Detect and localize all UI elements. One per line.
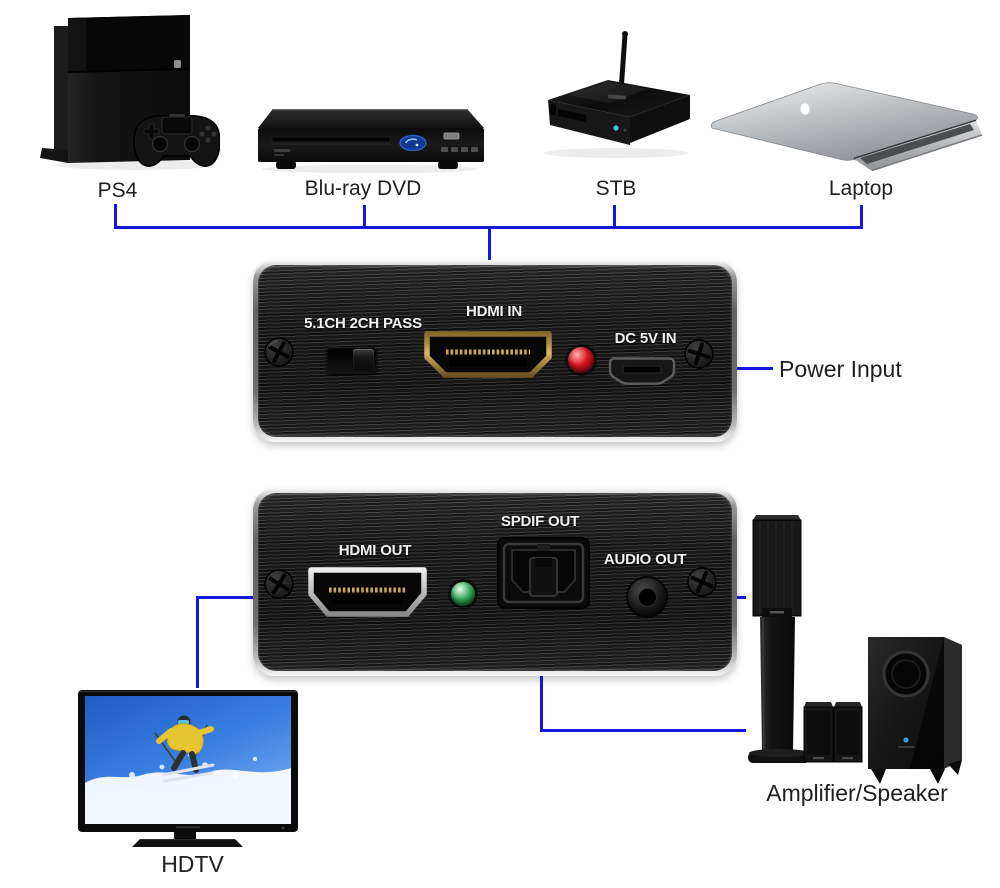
skier-graphic bbox=[154, 715, 215, 783]
label-hdtv: HDTV bbox=[161, 851, 224, 877]
screw-icon bbox=[687, 567, 717, 597]
jack-hole bbox=[638, 588, 656, 606]
label-bluray: Blu-ray DVD bbox=[304, 177, 422, 200]
audio-out-jack bbox=[628, 578, 666, 616]
ps4-controller bbox=[133, 114, 220, 167]
screw-icon bbox=[264, 337, 294, 367]
stb-led bbox=[613, 125, 619, 131]
extractor-rear-panel: HDMI OUT SPDIF OUT AUDIO OUT bbox=[253, 488, 737, 676]
hdmi-in-label: HDMI IN bbox=[465, 303, 523, 320]
label-laptop: Laptop bbox=[828, 177, 894, 200]
hdmi-out-port bbox=[308, 567, 427, 617]
power-input-callout: Power Input bbox=[779, 356, 902, 382]
screw-icon bbox=[264, 569, 294, 599]
audio-mode-switch bbox=[327, 347, 377, 374]
spdif-out-label: SPDIF OUT bbox=[500, 513, 580, 530]
switch-knob bbox=[353, 349, 374, 371]
cable-laptop-drop bbox=[860, 205, 863, 229]
cable-bluray-drop bbox=[363, 205, 366, 229]
bluray-player-image bbox=[258, 109, 484, 173]
spdif-toslink-port bbox=[497, 537, 590, 609]
cable-ps4-drop bbox=[114, 204, 117, 229]
hdmi-out-label: HDMI OUT bbox=[338, 542, 412, 559]
label-stb: STB bbox=[595, 177, 637, 200]
ps4-console-image bbox=[40, 15, 220, 170]
speaker-system-image bbox=[748, 515, 962, 784]
signal-led-green bbox=[451, 582, 475, 606]
label-amplifier-speaker: Amplifier/Speaker bbox=[766, 780, 948, 806]
label-ps4: PS4 bbox=[97, 179, 138, 202]
power-led-red bbox=[568, 347, 594, 373]
dc-in-label: DC 5V IN bbox=[614, 330, 677, 347]
micro-usb-port bbox=[608, 357, 676, 385]
hdtv-image bbox=[78, 690, 298, 847]
hdmi-in-port bbox=[424, 331, 552, 378]
laptop-image bbox=[710, 82, 983, 172]
switch-label: 5.1CH 2CH PASS bbox=[304, 315, 422, 332]
cable-to-hdmi-in bbox=[488, 226, 491, 292]
cable-hdmi-out-v bbox=[196, 596, 199, 688]
cable-stb-drop bbox=[613, 205, 616, 229]
audio-out-label: AUDIO OUT bbox=[603, 551, 687, 568]
stb-image bbox=[544, 31, 690, 158]
screw-icon bbox=[684, 339, 714, 369]
extractor-front-panel: 5.1CH 2CH PASS HDMI IN DC 5V IN bbox=[253, 260, 737, 442]
cable-spdif-h bbox=[540, 729, 746, 732]
